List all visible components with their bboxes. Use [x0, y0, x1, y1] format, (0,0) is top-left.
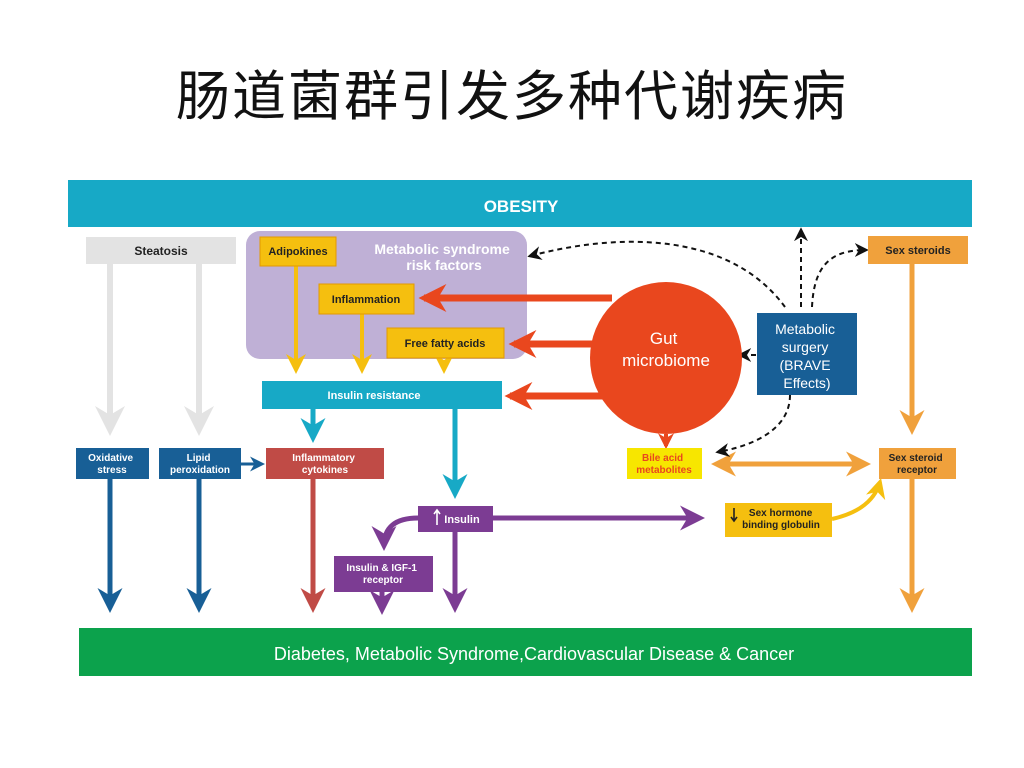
insulin-resistance-label: Insulin resistance — [328, 390, 421, 402]
sex-steroid-receptor-box — [879, 448, 956, 479]
metabolic-surgery-box — [757, 313, 857, 395]
steatosis-label: Steatosis — [134, 244, 188, 258]
free-fatty-acids-box — [386, 327, 505, 359]
free-fatty-acids-label: Free fatty acids — [405, 338, 486, 350]
slide-title: 肠道菌群引发多种代谢疾病 — [176, 65, 848, 128]
bile-acid-label: Bile acid metabolites — [636, 453, 692, 476]
shbg-label: Sex hormone binding globulin — [742, 508, 820, 531]
inflammation-box — [318, 283, 415, 315]
insulin-label: Insulin — [444, 514, 480, 526]
down-arrow-icon — [730, 508, 738, 523]
adipokines-box — [259, 236, 337, 267]
arrow-shbg-receptor — [831, 478, 886, 521]
sex-steroids-label: Sex steroids — [885, 245, 950, 257]
outcome-label: Diabetes, Metabolic Syndrome,Cardiovascu… — [274, 644, 794, 664]
arrow-surgery-sexsteroids — [811, 243, 869, 308]
metabolic-syndrome-label: Metabolic syndrome risk factors — [374, 241, 513, 273]
obesity-label: OBESITY — [484, 197, 559, 216]
sex-steroids-box — [868, 236, 968, 264]
adipokines-label: Adipokines — [268, 246, 327, 258]
gut-microbiome-circle — [590, 282, 742, 434]
oxidative-stress-label: Oxidative stress — [88, 453, 136, 476]
up-arrow-icon — [433, 508, 441, 525]
igf1-receptor-label: Insulin & IGF-1 receptor — [346, 563, 419, 586]
arrow-surgery-bile — [715, 394, 791, 457]
insulin-resistance-box — [262, 381, 502, 409]
shbg-box — [725, 503, 832, 537]
sex-steroid-receptor-label: Sex steroid receptor — [889, 453, 946, 476]
outcome-bar — [79, 628, 972, 676]
igf1-receptor-box — [334, 556, 433, 592]
inflammation-label: Inflammation — [332, 294, 401, 306]
gut-microbiome-label: Gut microbiome — [622, 329, 710, 370]
inflammatory-cytokines-label: Inflammatory cytokines — [292, 453, 358, 476]
arrow-insulin-igf1 — [371, 515, 419, 551]
metabolic-surgery-label: Metabolic surgery (BRAVE Effects) — [775, 321, 839, 391]
lipid-peroxidation-label: Lipid peroxidation — [170, 453, 230, 476]
steatosis-box — [86, 237, 236, 264]
lipid-peroxidation-box — [159, 448, 241, 479]
insulin-box — [418, 506, 493, 532]
inflammatory-cytokines-box — [266, 448, 384, 479]
bile-acid-box — [627, 448, 702, 479]
oxidative-stress-box — [76, 448, 149, 479]
obesity-bar — [68, 180, 972, 227]
